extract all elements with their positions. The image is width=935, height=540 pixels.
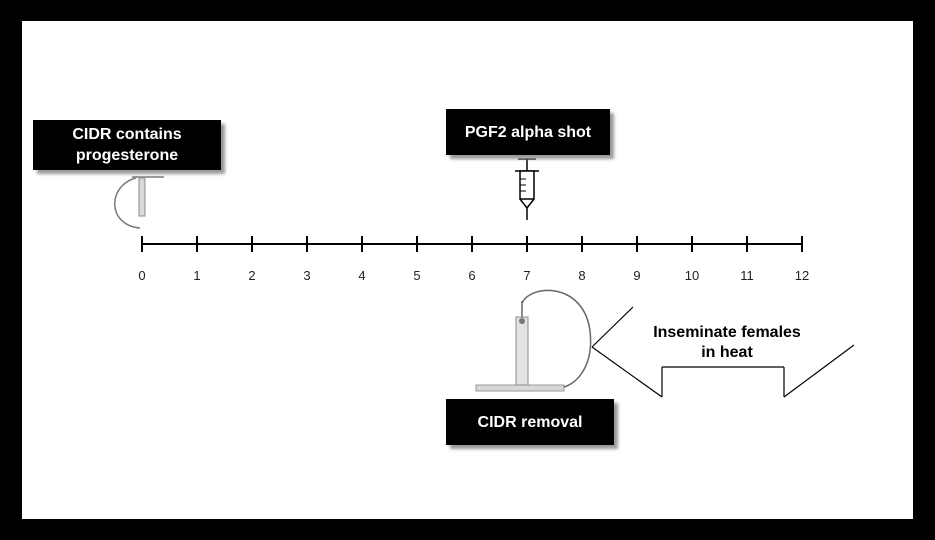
cidr-device-icon <box>114 176 164 229</box>
timeline-tick-label: 6 <box>468 268 476 283</box>
timeline-tick-label: 8 <box>578 268 586 283</box>
timeline-tick-label: 4 <box>358 268 366 283</box>
inseminate-label-line2: in heat <box>701 344 753 361</box>
diagram-svg <box>114 158 855 398</box>
insemination-window-arrow <box>591 306 855 398</box>
timeline-tick-label: 10 <box>684 268 700 283</box>
cidr-device-large-icon <box>475 289 592 392</box>
cidr-insertion-label-line1: CIDR contains <box>72 126 182 143</box>
timeline-tick-label: 2 <box>248 268 256 283</box>
inseminate-label-line1: Inseminate females <box>653 324 801 341</box>
inseminate-label: Inseminate females in heat <box>622 323 832 363</box>
pgf2-shot-text: PGF2 alpha shot <box>464 123 592 141</box>
timeline-tick-label: 0 <box>138 268 146 283</box>
cidr-insertion-label-line2: progesterone <box>75 147 179 164</box>
timeline-tick-label: 9 <box>633 268 641 283</box>
timeline-tick-label: 12 <box>794 268 810 283</box>
timeline-ticks <box>141 236 803 252</box>
timeline-tick-label: 5 <box>413 268 421 283</box>
cidr-removal-text: CIDR removal <box>477 413 583 431</box>
cidr-removal-label: CIDR removal <box>446 399 614 445</box>
syringe-icon <box>515 158 539 220</box>
timeline-tick-label: 1 <box>193 268 201 283</box>
timeline-tick-label: 11 <box>740 268 754 283</box>
timeline-tick-label: 7 <box>523 268 531 283</box>
cidr-insertion-label: CIDR contains progesterone <box>33 120 221 170</box>
timeline-tick-label: 3 <box>303 268 311 283</box>
pgf2-shot-label: PGF2 alpha shot <box>446 109 610 155</box>
